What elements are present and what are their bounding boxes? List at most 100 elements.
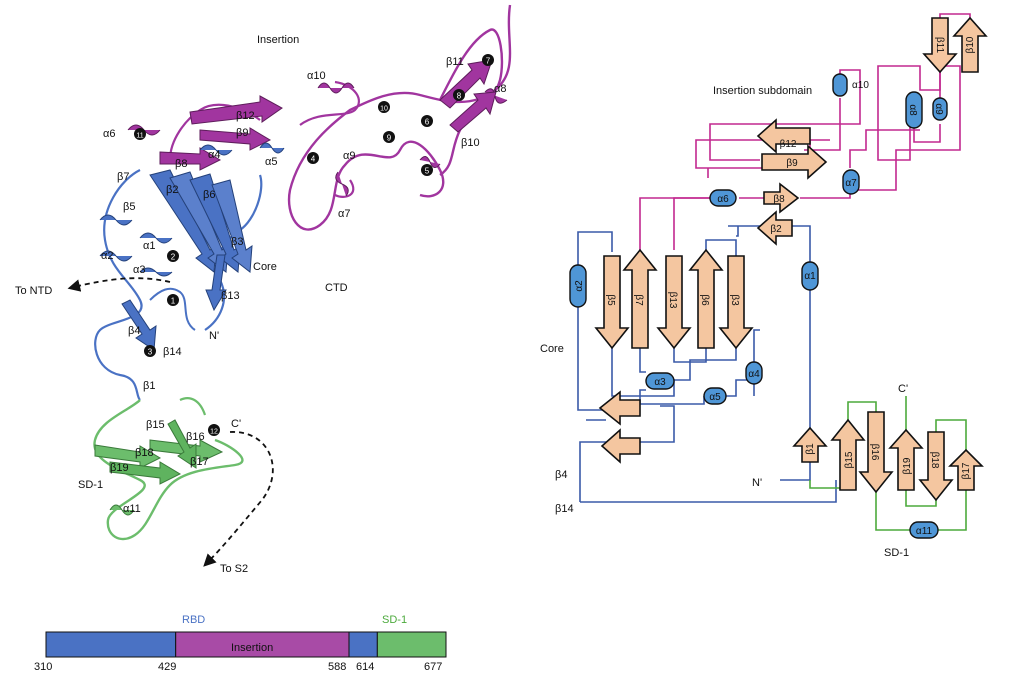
strand-beta15 — [830, 418, 866, 491]
c-prime-label: C' — [231, 418, 241, 430]
insertion-subdomain-label: Insertion subdomain — [713, 85, 812, 97]
to-s2-arrow — [203, 431, 274, 567]
to-ntd-label: To NTD — [15, 285, 52, 297]
label-beta2: β2 — [770, 224, 782, 235]
n-prime-label: N' — [209, 330, 219, 342]
strand-beta14 — [600, 428, 641, 464]
alpha3-label: α3 — [133, 264, 145, 276]
beta2-label: β2 — [166, 184, 178, 196]
c-prime-topology-label: C' — [898, 383, 908, 395]
strand-beta9 — [761, 144, 828, 180]
topology-helices — [569, 73, 948, 539]
helix-alpha2 — [569, 264, 587, 308]
strand-beta7 — [622, 248, 658, 349]
beta1-label: β1 — [143, 380, 155, 392]
disulfide-1: 1 — [167, 294, 179, 306]
beta18-label: β18 — [135, 447, 154, 459]
disulfide-5: 5 — [421, 164, 433, 176]
label-alpha8: α8 — [907, 104, 918, 116]
rbd-bar-label: RBD — [182, 614, 205, 626]
label-beta17: β17 — [961, 462, 972, 479]
core-label: Core — [253, 261, 277, 273]
strand-beta17 — [948, 448, 984, 491]
disulfide-9: 9 — [383, 131, 395, 143]
disulfide-3: 3 — [144, 345, 156, 357]
ribbon-structure: 1 2 3 4 5 6 7 8 9 10 11 12 Insertion α10… — [15, 4, 512, 575]
topology-element-labels: β11 β10 α10 α8 α9 β12 β9 α7 α6 β8 β2 α1 … — [574, 36, 976, 537]
to-ntd-arrow — [67, 277, 171, 292]
label-alpha10: α10 — [852, 80, 869, 91]
segment-rbd-2 — [348, 631, 378, 658]
beta4-label: β4 — [128, 325, 140, 337]
label-alpha6: α6 — [717, 194, 729, 205]
alpha7-label: α7 — [338, 208, 350, 220]
alpha8-label: α8 — [494, 83, 506, 95]
helix-alpha11 — [909, 521, 939, 539]
label-beta6: β6 — [699, 294, 710, 306]
insertion-ribbon — [127, 4, 512, 231]
disulfide-7: 7 — [482, 54, 494, 66]
domain-bar: RBD SD-1 Insertion 310 429 588 614 677 — [34, 614, 447, 673]
svg-text:2: 2 — [171, 253, 176, 262]
sd1-ribbon-label: SD-1 — [78, 479, 103, 491]
topology-strands — [594, 16, 988, 502]
beta5-label: β5 — [123, 201, 135, 213]
strand-beta11 — [922, 17, 958, 74]
strand-beta8 — [763, 182, 800, 214]
disulfide-4: 4 — [307, 152, 319, 164]
disulfide-10: 10 — [378, 101, 390, 113]
svg-text:5: 5 — [425, 167, 430, 176]
helix-alpha4 — [745, 361, 763, 385]
position-614: 614 — [356, 661, 374, 673]
label-alpha9: α9 — [933, 103, 944, 115]
disulfide-6: 6 — [421, 115, 433, 127]
alpha9-label: α9 — [343, 150, 355, 162]
label-beta8: β8 — [773, 194, 785, 205]
strand-beta10 — [952, 16, 988, 73]
label-beta5: β5 — [605, 294, 616, 306]
svg-text:1: 1 — [171, 297, 176, 306]
helix-alpha1 — [801, 261, 819, 291]
beta19-label: β19 — [110, 462, 129, 474]
label-beta15: β15 — [844, 451, 855, 468]
svg-text:7: 7 — [486, 57, 491, 66]
label-alpha3: α3 — [654, 377, 666, 388]
beta13-label: β13 — [221, 290, 240, 302]
svg-text:12: 12 — [210, 429, 218, 436]
segment-sd-1-3 — [376, 631, 447, 658]
core-ribbon — [94, 142, 285, 401]
sd1-ribbon — [93, 397, 244, 541]
beta16-label: β16 — [186, 431, 205, 443]
helix-alpha8 — [905, 91, 923, 129]
label-beta1: β1 — [805, 443, 816, 455]
position-588: 588 — [328, 661, 346, 673]
disulfide-8: 8 — [453, 89, 465, 101]
strand-beta4 — [598, 390, 641, 426]
label-beta16: β16 — [869, 444, 880, 461]
helix-alpha7 — [842, 169, 860, 195]
alpha4-label: α4 — [208, 149, 220, 161]
helix-alpha10 — [832, 73, 848, 97]
ribbon-labels: Insertion α10 β11 α8 α6 β12 β9 α4 α5 β8 … — [15, 34, 506, 575]
helix-alpha3 — [645, 372, 675, 390]
svg-text:9: 9 — [387, 134, 392, 143]
label-beta12: β12 — [780, 139, 797, 150]
svg-text:10: 10 — [380, 106, 388, 113]
label-beta18: β18 — [929, 452, 940, 469]
disulfide-2: 2 — [167, 250, 179, 262]
position-429: 429 — [158, 661, 176, 673]
n-prime-topology-label: N' — [752, 477, 762, 489]
strand-beta19 — [888, 428, 924, 491]
beta9-label: β9 — [236, 127, 248, 139]
core-topology-label: Core — [540, 343, 564, 355]
beta3-label: β3 — [231, 236, 243, 248]
topology-diagram: β11 β10 α10 α8 α9 β12 β9 α7 α6 β8 β2 α1 … — [540, 13, 988, 559]
alpha5-label: α5 — [265, 156, 277, 168]
disulfide-12: 12 — [208, 424, 220, 436]
alpha2-label: α2 — [101, 250, 113, 262]
position-310: 310 — [34, 661, 52, 673]
svg-text:3: 3 — [148, 348, 153, 357]
position-677: 677 — [424, 661, 442, 673]
strand-beta18 — [918, 431, 954, 502]
